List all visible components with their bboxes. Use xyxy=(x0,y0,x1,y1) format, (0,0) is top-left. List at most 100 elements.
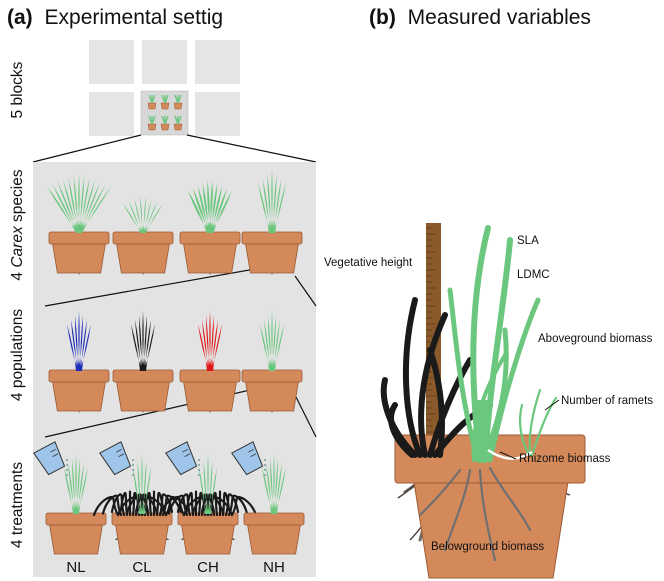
leaf xyxy=(202,319,210,371)
pot-body xyxy=(247,524,301,555)
leaf xyxy=(74,315,80,371)
treatment-label-cl: CL xyxy=(132,559,151,576)
leaf xyxy=(209,467,217,514)
leaf xyxy=(76,467,88,514)
bucket-body xyxy=(231,441,264,476)
droplet xyxy=(65,473,69,477)
leaf xyxy=(208,311,212,371)
block xyxy=(195,92,240,136)
leaf xyxy=(209,185,223,233)
leaf xyxy=(64,467,76,514)
leaf xyxy=(143,467,151,514)
leaf xyxy=(68,462,76,514)
leaf xyxy=(271,173,277,233)
pot-rim xyxy=(112,369,174,383)
leaf xyxy=(197,185,211,233)
leaf xyxy=(77,173,81,233)
black-leaf xyxy=(402,297,423,458)
mini-pot xyxy=(173,102,183,110)
pot-rim xyxy=(179,369,241,383)
droplet xyxy=(131,473,135,477)
leaf xyxy=(272,454,276,514)
leaf xyxy=(270,311,274,371)
watering-bucket xyxy=(165,441,198,476)
droplet xyxy=(263,468,267,472)
leaf xyxy=(123,203,142,233)
black-leaf xyxy=(427,347,445,458)
droplet xyxy=(65,463,69,467)
watering-bucket xyxy=(231,441,264,476)
black-leaves xyxy=(380,297,493,458)
label-ldmc: LDMC xyxy=(517,269,550,281)
leaf xyxy=(68,177,80,233)
droplet xyxy=(263,458,267,462)
leaf xyxy=(143,200,158,233)
bucket-mark xyxy=(50,449,56,453)
root-front xyxy=(488,466,532,532)
droplet xyxy=(131,463,135,467)
row-label-populations: 4 populations xyxy=(9,309,26,401)
leaf xyxy=(79,181,101,233)
droplet xyxy=(197,458,201,462)
block xyxy=(142,40,187,84)
leaf xyxy=(203,460,208,514)
leaf xyxy=(131,324,143,371)
zoom-line-left xyxy=(32,134,142,163)
pot-body xyxy=(115,524,169,555)
pot-rim xyxy=(243,512,305,526)
label-aboveground-biomass: Aboveground biomass xyxy=(538,333,653,345)
treatment-label-ch: CH xyxy=(197,559,219,576)
green-plant xyxy=(447,225,541,463)
row-label-treatments: 4 treatments xyxy=(9,462,26,548)
mini-pot xyxy=(147,102,157,110)
bucket-body xyxy=(33,441,66,476)
leaf xyxy=(266,462,274,514)
pot-rim xyxy=(112,231,174,245)
block xyxy=(89,92,134,136)
leaf xyxy=(274,462,282,514)
leaf xyxy=(202,182,211,233)
bucket-mark xyxy=(182,449,188,453)
droplet xyxy=(197,463,201,467)
mini-pot xyxy=(173,123,183,131)
leaf xyxy=(143,319,151,371)
leaf xyxy=(140,196,144,233)
mini-pot xyxy=(147,123,157,131)
bucket-body xyxy=(99,441,132,476)
zoom-line-right xyxy=(186,134,317,163)
black-leaf xyxy=(388,402,415,458)
label-belowground-biomass: Belowground biomass xyxy=(431,541,544,553)
watering-bucket xyxy=(99,441,132,476)
black-leaf xyxy=(418,312,448,458)
leaf xyxy=(77,311,81,371)
droplet xyxy=(65,468,69,472)
leaf xyxy=(209,188,228,233)
droplet xyxy=(65,458,69,462)
leaf xyxy=(272,178,282,233)
leaf xyxy=(205,315,211,371)
leaf xyxy=(133,467,141,514)
rhizome xyxy=(487,448,533,460)
leaf xyxy=(210,324,222,371)
mini-leaf xyxy=(177,94,182,104)
leaf xyxy=(137,460,142,514)
mini-pot xyxy=(160,123,170,131)
label-vegetative-height: Vegetative height xyxy=(324,257,413,269)
arrow-rhizome xyxy=(499,451,517,460)
leaf xyxy=(209,315,215,371)
leaf xyxy=(138,315,144,371)
leaf xyxy=(143,324,155,371)
leaf xyxy=(207,454,209,514)
bucket-mark xyxy=(116,449,122,453)
pot-body xyxy=(52,381,106,412)
pot-body xyxy=(116,381,170,412)
bucket-mark xyxy=(184,453,191,457)
leaf xyxy=(270,169,274,233)
pot-body xyxy=(183,243,237,274)
pot-rim xyxy=(48,369,110,383)
bucket-body xyxy=(165,441,198,476)
mini-leaf xyxy=(177,115,182,125)
leaf xyxy=(142,196,146,233)
leaf xyxy=(142,460,147,514)
connector-species-right xyxy=(294,275,317,307)
